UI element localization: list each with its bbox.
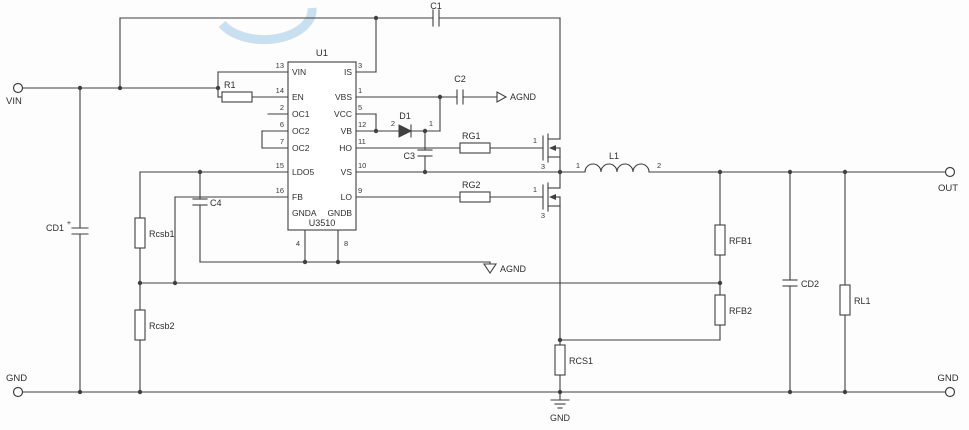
resistor-rl1: RL1 xyxy=(839,284,871,316)
pin-label-fb: FB xyxy=(292,192,303,202)
ic-u1: U1 U3510 13 14 2 6 7 15 16 VIN EN OC1 OC… xyxy=(276,48,367,248)
inductor-l1: L1 1 2 xyxy=(576,151,661,173)
rl1-label: RL1 xyxy=(854,296,871,306)
earth-ground-symbol: GND xyxy=(550,391,571,423)
capacitor-c1: C1 xyxy=(430,1,442,27)
agnd-top-symbol: AGND xyxy=(496,91,537,103)
agnd-top-label: AGND xyxy=(510,92,537,102)
l1-label: L1 xyxy=(609,151,619,161)
terminal-gnd-left: GND xyxy=(6,373,27,398)
pin-label-oc2b: OC2 xyxy=(292,143,310,153)
ic-part-label: U3510 xyxy=(309,218,336,228)
pin-num-9: 9 xyxy=(358,186,362,195)
pin-label-gnda: GNDA xyxy=(292,208,317,218)
q-high-gate-num: 1 xyxy=(533,136,537,145)
capacitor-cd2: CD2 xyxy=(782,279,819,289)
pin-num-2: 2 xyxy=(280,103,284,112)
pin-num-5: 5 xyxy=(358,103,362,112)
l1-pin2-num: 2 xyxy=(657,161,661,170)
rg2-label: RG2 xyxy=(462,180,481,190)
diode-d1: D1 2 1 xyxy=(391,111,433,138)
pin-num-10: 10 xyxy=(358,161,366,170)
mosfet-low-side: 1 3 xyxy=(533,171,561,220)
pin-label-vbs: VBS xyxy=(335,92,352,102)
r1-label: R1 xyxy=(224,80,236,90)
c2-label: C2 xyxy=(454,74,466,84)
earth-ground-label: GND xyxy=(550,413,571,423)
l1-pin1-num: 1 xyxy=(576,161,580,170)
pin-num-12: 12 xyxy=(358,120,366,129)
resistor-rg1: RG1 xyxy=(459,131,491,154)
agnd-bottom-label: AGND xyxy=(500,264,527,274)
rfb2-label: RFB2 xyxy=(729,306,752,316)
resistor-rfb2: RFB2 xyxy=(714,294,752,326)
resistor-rg2: RG2 xyxy=(459,180,491,203)
q-low-gate-num: 1 xyxy=(533,185,537,194)
terminal-out: OUT xyxy=(938,166,958,194)
pin-num-16: 16 xyxy=(276,186,284,195)
ic-ref-label: U1 xyxy=(316,48,328,59)
terminal-vin-label: VIN xyxy=(6,96,22,107)
mosfet-high-side: 1 3 xyxy=(533,133,561,173)
junction-dots xyxy=(77,15,848,395)
pin-num-8: 8 xyxy=(344,239,348,248)
d1-anode-num: 2 xyxy=(391,119,395,128)
capacitor-c2: C2 xyxy=(454,74,466,105)
pin-label-ho: HO xyxy=(339,143,352,153)
rcsb1-label: Rcsb1 xyxy=(149,229,175,239)
q-low-source-num: 3 xyxy=(541,211,545,220)
c3-label: C3 xyxy=(403,151,415,161)
pin-label-vcc: VCC xyxy=(334,109,352,119)
terminal-vin: VIN xyxy=(6,82,24,107)
pin-num-7: 7 xyxy=(280,137,284,146)
rcsb2-label: Rcsb2 xyxy=(149,321,175,331)
rcs1-label: RCS1 xyxy=(569,356,593,366)
pin-num-15: 15 xyxy=(276,161,284,170)
pin-num-11: 11 xyxy=(358,137,366,146)
watermark-swoosh xyxy=(218,7,317,45)
d1-label: D1 xyxy=(399,111,411,121)
resistor-rfb1: RFB1 xyxy=(714,224,752,256)
pin-num-4: 4 xyxy=(296,239,300,248)
pin-num-3: 3 xyxy=(358,61,362,70)
pin-label-gndb: GNDB xyxy=(327,208,352,218)
cd1-label: CD1 xyxy=(46,223,64,233)
resistor-rcsb2: Rcsb2 xyxy=(134,309,175,341)
resistor-rcsb1: Rcsb1 xyxy=(134,217,175,249)
capacitor-cd1: CD1 + xyxy=(46,218,89,235)
cd1-polarity-mark: + xyxy=(67,218,72,227)
resistor-rcs1: RCS1 xyxy=(554,344,593,376)
d1-cathode-num: 1 xyxy=(429,119,433,128)
capacitor-c3: C3 xyxy=(403,149,433,161)
pin-label-vs: VS xyxy=(341,167,353,177)
pin-label-vin: VIN xyxy=(292,67,306,77)
wires xyxy=(22,17,946,393)
pin-label-oc2a: OC2 xyxy=(292,126,310,136)
pin-num-6: 6 xyxy=(280,120,284,129)
pin-label-vb: VB xyxy=(341,126,353,136)
pin-label-ldo5: LDO5 xyxy=(292,167,314,177)
rfb1-label: RFB1 xyxy=(729,236,752,246)
pin-label-oc1: OC1 xyxy=(292,109,310,119)
pin-num-14: 14 xyxy=(276,86,284,95)
pin-label-is: IS xyxy=(344,67,352,77)
cd2-label: CD2 xyxy=(801,279,819,289)
terminal-gnd-right: GND xyxy=(937,373,959,398)
resistor-r1: R1 xyxy=(221,80,253,103)
q-high-source-num: 3 xyxy=(541,162,545,171)
c1-label: C1 xyxy=(430,1,442,11)
pin-num-1: 1 xyxy=(358,86,362,95)
pin-label-lo: LO xyxy=(341,192,353,202)
terminal-out-label: OUT xyxy=(938,183,958,194)
ic-body xyxy=(287,61,357,231)
pin-label-en: EN xyxy=(292,92,304,102)
c4-label: C4 xyxy=(210,198,222,208)
pin-num-13: 13 xyxy=(276,61,284,70)
agnd-bottom-symbol: AGND xyxy=(482,261,527,274)
capacitor-c4: C4 xyxy=(192,198,222,208)
terminal-gnd-right-label: GND xyxy=(937,373,958,384)
rg1-label: RG1 xyxy=(462,131,481,141)
terminal-gnd-left-label: GND xyxy=(6,373,27,384)
